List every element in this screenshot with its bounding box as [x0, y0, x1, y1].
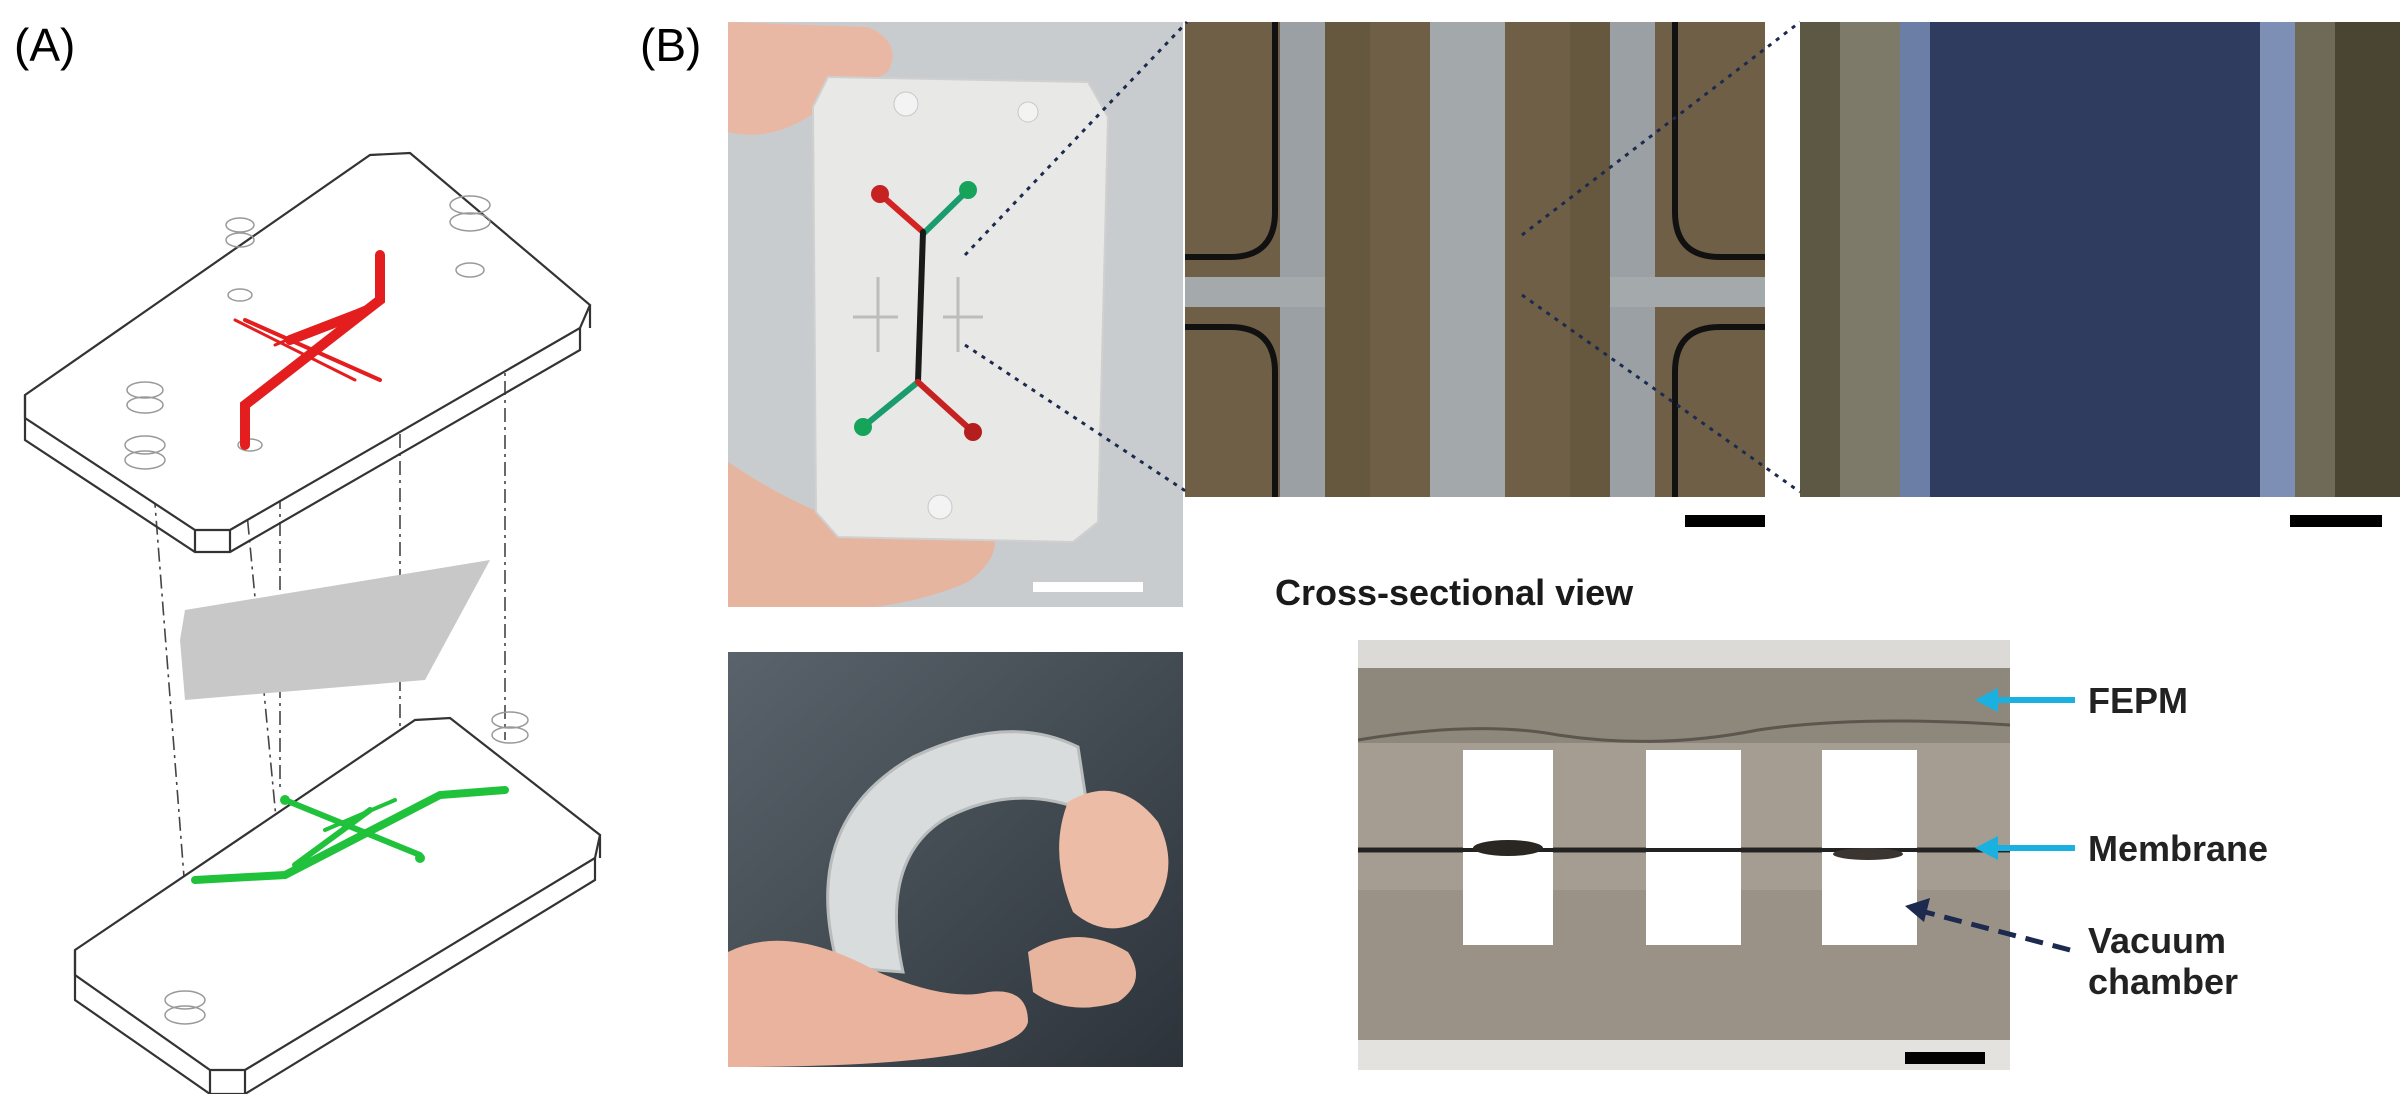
cross-section-title: Cross-sectional view — [1275, 572, 1634, 613]
bottom-layer-ports — [164, 711, 529, 1025]
exploded-device-schematic — [23, 151, 602, 1094]
scale-bar-channel — [1685, 515, 1765, 527]
panel-b-label: (B) — [640, 19, 702, 71]
membrane-label: Membrane — [2088, 828, 2269, 869]
top-channel-red — [233, 250, 385, 450]
top-layer-ports — [124, 195, 491, 470]
panel-a-label: (A) — [14, 19, 76, 71]
bottom-pdms-layer — [73, 716, 602, 1094]
scale-bar-membrane — [2290, 515, 2382, 527]
vacuum-label-line2: chamber — [2088, 961, 2239, 1003]
vacuum-label-line1: Vacuum — [2088, 920, 2227, 961]
top-pdms-layer — [23, 151, 592, 554]
vacuum-chamber-label: Vacuum chamber — [2088, 920, 2238, 1003]
chip-photo — [728, 22, 1183, 607]
membrane-micrograph — [1800, 22, 2400, 497]
scale-bar-cross-section — [1905, 1052, 1985, 1064]
bottom-channel-green — [191, 786, 509, 884]
fepm-label: FEPM — [2088, 680, 2189, 721]
channel-micrograph — [1185, 22, 1765, 497]
membrane-sheet — [180, 560, 490, 700]
flexible-chip-photo — [728, 652, 1183, 1067]
cross-section-micrograph — [1358, 640, 2010, 1070]
